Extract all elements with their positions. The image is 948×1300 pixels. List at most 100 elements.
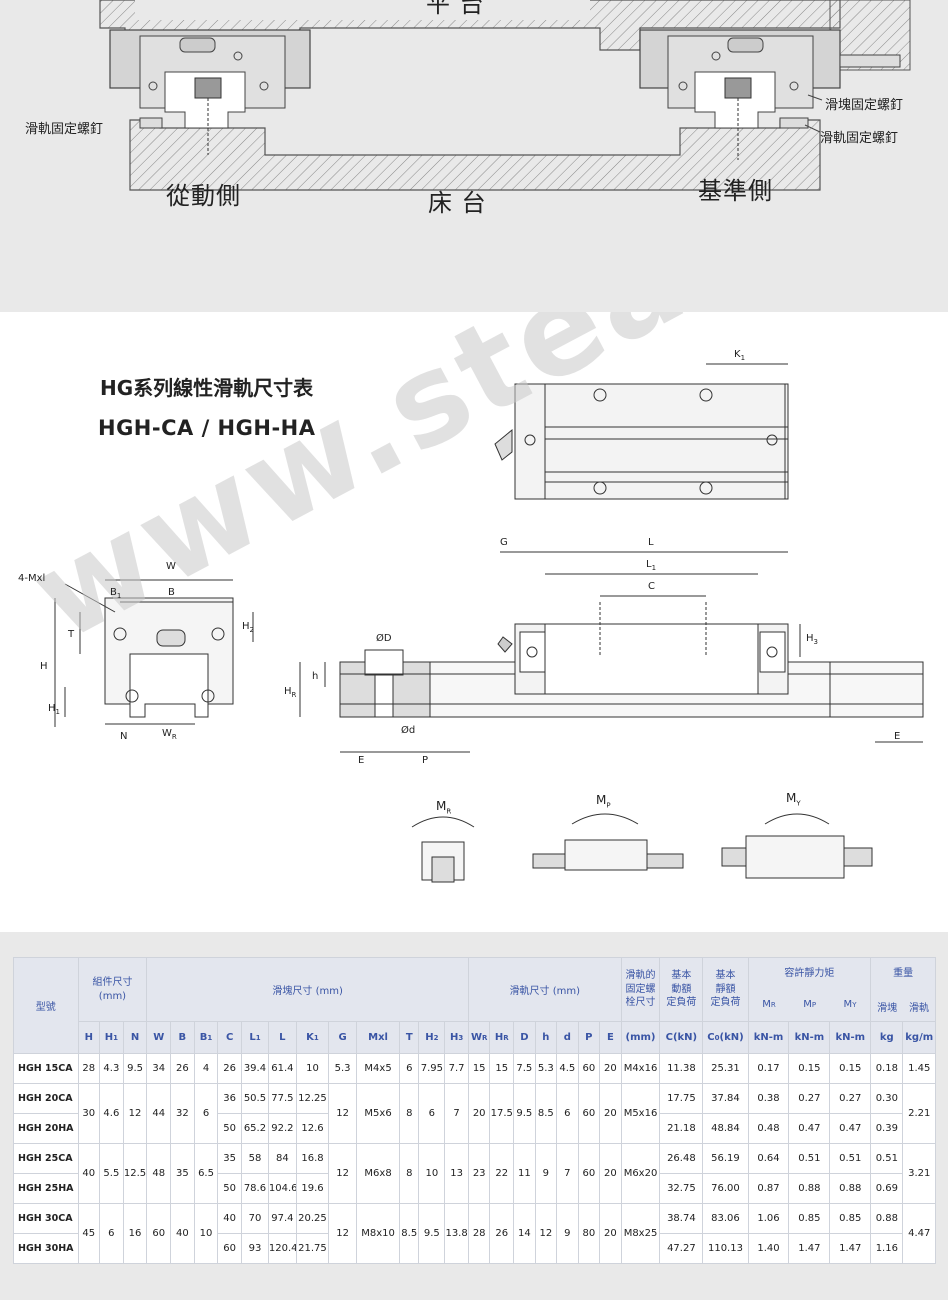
table-cell: 26 [170,1053,195,1084]
table-cell: 13.8 [444,1203,469,1264]
table-cell: 25.31 [702,1053,749,1084]
table-cell: 5.3 [534,1053,558,1084]
th-mr: MR [762,999,776,1010]
spec-table-section: 型號 組件尺寸 (mm) 滑塊尺寸 (mm) 滑軌尺寸 (mm) 滑軌的 固定螺… [0,932,948,1300]
table-cell: 9.5 [418,1203,446,1264]
column-header: H [77,1021,101,1054]
column-header: N [122,1021,148,1054]
model-cell: HGH 15CA [13,1053,79,1084]
table-cell: 0.38 [747,1083,790,1114]
table-cell: 40 [170,1203,195,1264]
column-header: kN-m [747,1021,790,1054]
th-weight-label: 重量 [893,968,914,979]
table-cell: 26 [217,1053,242,1084]
table-cell: 20 [599,1053,622,1084]
table-cell: 60 [217,1233,242,1264]
table-cell: M4x5 [356,1053,401,1084]
dim-l: L [648,537,654,548]
table-cell: 32.75 [659,1173,704,1204]
column-header: W [146,1021,172,1054]
table-cell: 6 [418,1083,446,1144]
callout-block-screw: 滑塊固定螺釘 [825,98,904,113]
table-cell: 48 [146,1143,172,1204]
callout-rail-screw-left: 滑軌固定螺釘 [25,122,104,137]
th-static-load: 基本 靜額 定負荷 [702,957,749,1022]
table-cell: 78.6 [241,1173,269,1204]
section-subtitle: HGH-CA / HGH-HA [98,416,316,440]
table-cell: 16 [122,1203,148,1264]
dim-w: W [166,561,176,572]
table-cell: 44 [146,1083,172,1144]
th-assembly: 組件尺寸 (mm) [77,957,148,1022]
table-cell: 1.47 [829,1233,872,1264]
table-cell: 13 [444,1143,469,1204]
table-cell: 7.95 [418,1053,446,1084]
table-cell: 20 [599,1083,622,1144]
dim-b: B [168,587,175,598]
table-cell: 0.27 [829,1083,872,1114]
table-cell: 7 [444,1083,469,1144]
table-cell: 0.51 [829,1143,872,1174]
th-weight-rail: 滑軌 [909,1003,930,1014]
column-header: HR [489,1021,515,1054]
column-header: L1 [241,1021,269,1054]
table-cell: 12 [328,1203,358,1264]
table-cell: 12.5 [122,1143,148,1204]
table-cell: 80 [577,1203,601,1264]
table-cell: 8 [399,1083,420,1144]
column-header: G [328,1021,358,1054]
table-cell: 20 [467,1083,491,1144]
table-cell: 12 [122,1083,148,1144]
table-cell: 16.8 [295,1143,330,1174]
table-cell: M6x8 [356,1143,401,1204]
th-rail: 滑軌尺寸 (mm) [467,957,622,1022]
column-header: H1 [99,1021,124,1054]
table-cell: 30 [77,1083,101,1144]
column-header: H2 [418,1021,446,1054]
label-bed: 床 台 [428,189,487,217]
table-cell: 34 [146,1053,172,1084]
table-cell: 0.64 [747,1143,790,1174]
table-cell: 15 [467,1053,491,1084]
model-cell: HGH 30CA [13,1203,79,1234]
table-cell: 60 [577,1143,601,1204]
column-header: kN-m [829,1021,872,1054]
table-cell: 23 [467,1143,491,1204]
moment-my-label: MY [786,791,801,808]
table-cell: 39.4 [241,1053,269,1084]
column-header: Mxl [356,1021,401,1054]
table-cell: 5.5 [99,1143,124,1204]
th-block: 滑塊尺寸 (mm) [146,957,469,1022]
table-cell: 50 [217,1173,242,1204]
table-cell: 65.2 [241,1113,269,1144]
dim-h2: H2 [242,621,254,634]
installation-diagram: 平 台 床 台 從動側 基準側 滑軌固定螺釘 滑塊固定螺釘 滑軌固定螺釘 [0,0,948,312]
table-cell: 28 [467,1203,491,1264]
th-rail-bolt: 滑軌的 固定螺 栓尺寸 [620,957,661,1022]
table-cell: 0.87 [747,1173,790,1204]
table-cell: 4.6 [99,1083,124,1144]
table-cell: 8 [399,1143,420,1204]
column-header: d [556,1021,579,1054]
table-cell: 50 [217,1113,242,1144]
column-header: C [217,1021,242,1054]
table-cell: M4x16 [620,1053,661,1084]
table-cell: 11.38 [659,1053,704,1084]
th-model: 型號 [13,957,79,1054]
table-cell: 9 [534,1143,558,1204]
table-cell: 6 [193,1083,219,1144]
table-cell: 12.6 [295,1113,330,1144]
table-cell: 0.27 [788,1083,831,1114]
dim-p: P [422,755,429,766]
column-header: E [599,1021,622,1054]
table-cell: 0.18 [870,1053,904,1084]
table-cell: 8.5 [399,1203,420,1264]
table-cell: 84 [267,1143,297,1174]
table-cell: 20 [599,1203,622,1264]
column-header: B1 [193,1021,219,1054]
